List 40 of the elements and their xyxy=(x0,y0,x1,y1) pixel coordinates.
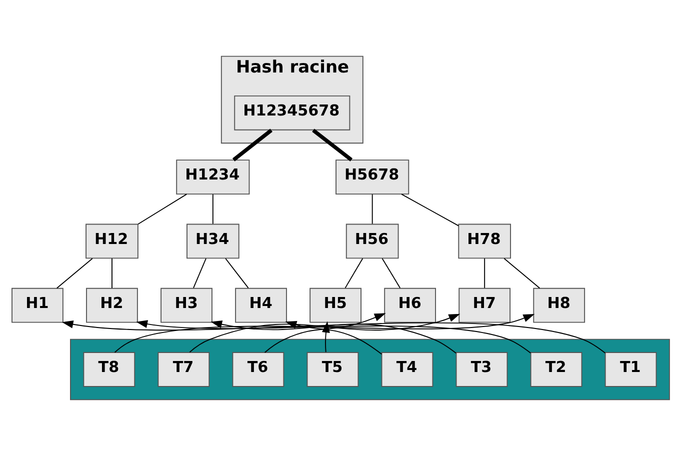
arrow xyxy=(114,313,535,352)
connector xyxy=(484,258,486,288)
node-box: H5 xyxy=(310,287,362,322)
node-box: H56 xyxy=(346,223,399,258)
connector xyxy=(382,258,401,288)
node-box: H8 xyxy=(533,287,586,322)
node-box: H12 xyxy=(86,223,138,258)
connector xyxy=(504,258,540,288)
node-box: H1234 xyxy=(176,159,250,194)
connector xyxy=(138,193,188,224)
connector xyxy=(193,258,206,288)
connector xyxy=(401,193,460,226)
node-box: H6 xyxy=(384,287,436,322)
node-box: H2 xyxy=(86,287,138,322)
node-box: H12345678 xyxy=(234,94,350,130)
node-box: T8 xyxy=(83,352,136,386)
arrow xyxy=(264,312,386,352)
connector xyxy=(225,258,249,288)
connector xyxy=(212,193,214,224)
node-box: T7 xyxy=(158,352,210,386)
connector xyxy=(344,258,364,288)
node-box: H4 xyxy=(235,287,287,322)
node-box: T5 xyxy=(306,352,359,386)
connector xyxy=(312,128,353,161)
node-box: T4 xyxy=(381,352,434,386)
cluster xyxy=(70,338,670,400)
connector xyxy=(232,128,272,161)
arrow xyxy=(189,313,460,352)
connector xyxy=(56,258,93,288)
node-box: T3 xyxy=(456,352,508,386)
node-box: H5678 xyxy=(336,159,410,194)
node-box: H34 xyxy=(186,223,240,258)
node-box: T6 xyxy=(232,352,284,386)
node-box: T1 xyxy=(604,352,657,386)
node-box: H78 xyxy=(458,223,511,258)
connector xyxy=(372,193,373,224)
node-box: T2 xyxy=(530,352,582,386)
node-box: H7 xyxy=(458,287,511,322)
node-box: H3 xyxy=(160,287,212,322)
node-box: H1 xyxy=(12,287,64,322)
